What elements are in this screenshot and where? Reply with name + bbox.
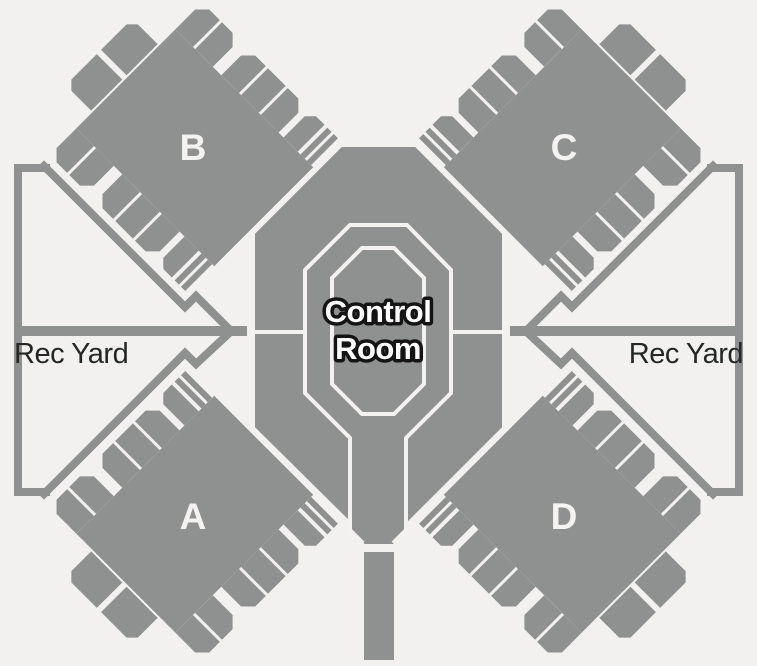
- control-room-label-line2: Room: [335, 331, 421, 366]
- block-label-c: C: [551, 127, 578, 168]
- rec-yard-right-label: Rec Yard: [629, 338, 743, 370]
- rec-yard-left-bottom-fence: [38, 330, 232, 500]
- rec-yard-right-bottom-fence: [525, 330, 719, 500]
- rec-yard-right-top-fence: [525, 160, 719, 332]
- control-room-outline: [330, 246, 426, 416]
- rec-yard-left: [14, 160, 247, 500]
- block-label-a: A: [180, 496, 207, 537]
- control-room-label: Control Room: [321, 291, 435, 370]
- block-label-d: D: [551, 496, 578, 537]
- hub-corridor-outline: [303, 223, 453, 545]
- central-hub: [251, 143, 506, 548]
- rec-yard-right: [510, 160, 743, 500]
- rec-yard-left-label: Rec Yard: [14, 338, 128, 370]
- control-room-label-line1: Control: [325, 294, 432, 329]
- entrance-corridor: [364, 552, 394, 660]
- rec-yard-left-top-fence: [38, 160, 232, 332]
- block-label-b: B: [180, 127, 207, 168]
